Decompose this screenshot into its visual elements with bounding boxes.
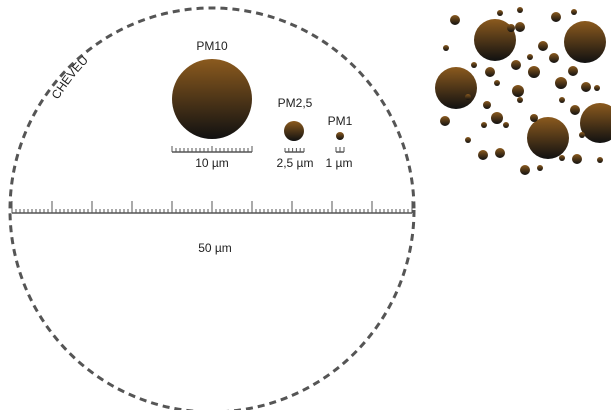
pm10-scale-ruler [171,146,253,153]
cloud-particle [515,22,525,32]
pm25-scale-ruler [284,148,305,153]
cloud-particle [571,9,577,15]
pm1-scale-ruler [335,147,345,153]
cloud-particle [597,157,603,163]
cloud-particle [495,148,505,158]
hair-scale-label: 50 µm [198,241,232,255]
cloud-particle [594,85,600,91]
cloud-particle [549,53,559,63]
cloud-particle [538,41,548,51]
cloud-particle [580,103,611,143]
cloud-particle [481,122,487,128]
cloud-particle [572,154,582,164]
cloud-particle [564,21,606,63]
pm10-particle [172,59,252,139]
cloud-particle [450,15,460,25]
cloud-particle [581,82,591,92]
pm25-particle [284,121,304,141]
cloud-particle [570,105,580,115]
cloud-particle [443,45,449,51]
pm10-label: PM10 [196,39,228,53]
cloud-particle [465,137,471,143]
cloud-particle [485,67,495,77]
cloud-particle [517,7,523,13]
cloud-particle [530,114,538,122]
pm25-label: PM2,5 [278,96,313,110]
pm1-scale-label: 1 µm [326,156,353,170]
cloud-particle [507,24,515,32]
cloud-particle [491,112,503,124]
pm1-label: PM1 [328,114,353,128]
cloud-particle [465,94,471,100]
pm1-particle [336,132,344,140]
pm10-scale-label: 10 µm [195,156,229,170]
cloud-particle [512,85,524,97]
cloud-particle [528,66,540,78]
cloud-particle [471,62,477,68]
hair-scale-ruler [11,201,413,214]
cloud-particle [537,165,543,171]
particle-cloud [435,7,611,175]
cloud-particle [511,60,521,70]
cloud-particle [474,19,516,61]
cloud-particle [527,117,569,159]
cloud-particle [579,132,585,138]
cloud-particle [559,97,565,103]
cloud-particle [497,10,503,16]
cloud-particle [520,165,530,175]
cloud-particle [551,12,561,22]
hair-label: CHEVEU [49,53,91,102]
cloud-particle [440,116,450,126]
cloud-particle [568,66,578,76]
cloud-particle [483,101,491,109]
cloud-particle [559,155,565,161]
cloud-particle [478,150,488,160]
cloud-particle [517,97,523,103]
cloud-particle [435,67,477,109]
cloud-particle [494,80,500,86]
cloud-particle [555,77,567,89]
cloud-particle [527,54,533,60]
pm25-scale-label: 2,5 µm [277,156,314,170]
cloud-particle [503,122,509,128]
